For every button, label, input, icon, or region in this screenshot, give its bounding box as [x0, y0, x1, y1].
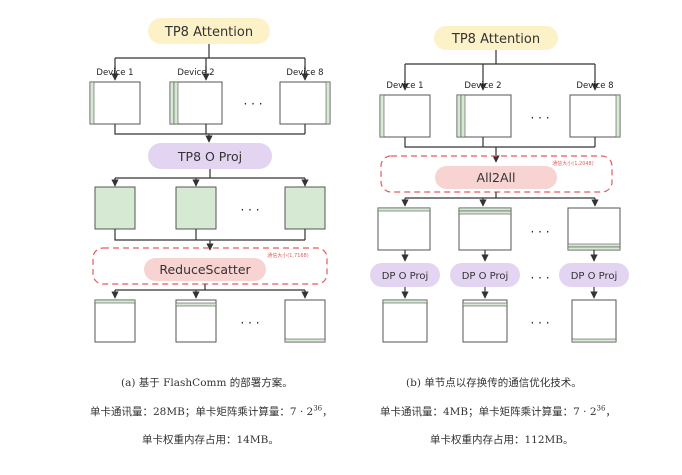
- right-dp-proj-8-label: DP O Proj: [571, 271, 618, 282]
- right-result-box-8: [571, 299, 617, 343]
- left-comm-note: 通信大小(1,7168): [267, 252, 308, 259]
- right-attn-box-8: [569, 94, 621, 138]
- right-dp-proj-2-label: DP O Proj: [462, 271, 509, 282]
- left-reducescatter-node: [144, 258, 266, 281]
- right-result-box-2: [462, 299, 508, 343]
- right-ellipsis-4: · · ·: [530, 316, 549, 330]
- right-device-2-label: Device 2: [464, 81, 501, 91]
- left-caption-text: (a) 基于 FlashComm 的部署方案。: [121, 377, 293, 389]
- right-fanout-2: [405, 192, 595, 199]
- left-attention-label: TP8 Attention: [164, 25, 253, 40]
- right-mid-box-1: [377, 207, 431, 251]
- right-device-1-label: Device 1: [386, 81, 423, 91]
- left-stat-line-1-text: 单卡通讯量：28MB；单卡矩阵乘计算量：7 · 2: [90, 406, 314, 418]
- right-diagram: TP8 Attention Device 1 Device 2 Device 8…: [370, 26, 629, 343]
- left-green-box-1: [94, 186, 136, 230]
- left-merge-lines: [114, 124, 306, 142]
- left-attention-node: [148, 18, 270, 44]
- right-mid-box-2: [458, 207, 512, 251]
- right-dp-proj-8: [559, 263, 629, 287]
- left-stat-exponent: 36: [313, 404, 323, 413]
- right-dp-proj-2: [450, 263, 520, 287]
- right-attn-box-1: [379, 94, 431, 138]
- left-fanout-3: [115, 284, 305, 291]
- right-dp-proj-1-label: DP O Proj: [382, 271, 429, 282]
- left-result-box-8: [284, 299, 326, 343]
- right-attention-label: TP8 Attention: [451, 32, 540, 47]
- right-comm-note: 通信大小(1,2048): [552, 160, 593, 167]
- left-attn-box-1: [89, 81, 141, 125]
- left-device-1-label: Device 1: [96, 68, 133, 78]
- left-stat-line-1: 单卡通讯量：28MB；单卡矩阵乘计算量：7 · 236，: [90, 404, 333, 419]
- left-result-box-2: [175, 299, 217, 343]
- right-caption: (b) 单节点以存换传的通信优化技术。: [406, 375, 582, 390]
- right-result-box-1: [382, 299, 428, 343]
- left-stat-line-1-tail: ，: [322, 406, 333, 418]
- right-attn-box-2: [456, 94, 512, 138]
- right-stat-exponent: 36: [596, 404, 606, 413]
- right-caption-text: (b) 单节点以存换传的通信优化技术。: [406, 377, 582, 389]
- left-result-box-1: [94, 299, 136, 343]
- left-oproj-node: [148, 143, 272, 169]
- left-green-box-8: [284, 186, 326, 230]
- right-stat-line-2-text: 单卡权重内存占用：112MB。: [430, 434, 574, 446]
- left-stat-line-2-text: 单卡权重内存占用：14MB。: [142, 434, 279, 446]
- left-diagram: TP8 Attention Device 1 Device 2 Device 8…: [89, 18, 331, 343]
- right-ellipsis-2: · · ·: [530, 225, 549, 239]
- left-oproj-label: TP8 O Proj: [177, 149, 242, 164]
- left-merge-2: [114, 229, 306, 250]
- left-green-box-2: [175, 186, 217, 230]
- right-all2all-label: All2All: [477, 170, 516, 185]
- right-device-8-label: Device 8: [576, 81, 613, 91]
- right-mid-box-8: [567, 207, 621, 251]
- right-ellipsis-1: · · ·: [530, 111, 549, 125]
- left-attn-box-2: [169, 81, 223, 125]
- left-caption: (a) 基于 FlashComm 的部署方案。: [121, 375, 293, 390]
- right-fanout-lines: [405, 50, 595, 65]
- right-all2all-node: [435, 166, 557, 189]
- left-fanout-2: [115, 169, 305, 179]
- right-merge-lines: [404, 137, 596, 162]
- right-stat-line-2: 单卡权重内存占用：112MB。: [430, 432, 574, 447]
- left-stat-line-2: 单卡权重内存占用：14MB。: [142, 432, 279, 447]
- left-reducescatter-label: ReduceScatter: [159, 262, 251, 277]
- right-stat-line-1: 单卡通讯量：4MB；单卡矩阵乘计算量：7 · 236，: [380, 404, 616, 419]
- left-ellipsis-3: · · ·: [240, 316, 259, 330]
- left-attn-box-8: [279, 81, 331, 125]
- left-device-2-label: Device 2: [177, 68, 214, 78]
- right-stat-line-1-text: 单卡通讯量：4MB；单卡矩阵乘计算量：7 · 2: [380, 406, 597, 418]
- right-dp-proj-1: [370, 263, 440, 287]
- right-stat-line-1-tail: ，: [605, 406, 616, 418]
- right-attention-node: [434, 26, 558, 50]
- left-device-8-label: Device 8: [286, 68, 323, 78]
- left-ellipsis-1: · · ·: [243, 97, 262, 111]
- right-ellipsis-3: · · ·: [530, 271, 549, 285]
- left-ellipsis-2: · · ·: [240, 203, 259, 217]
